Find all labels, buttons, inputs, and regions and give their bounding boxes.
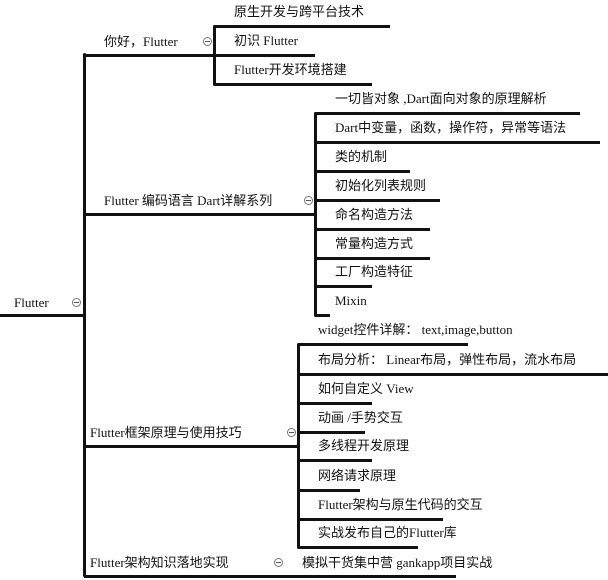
child-node-label[interactable]: 多线程开发原理 xyxy=(318,438,410,453)
root-underline xyxy=(0,314,86,317)
branch-underline xyxy=(84,213,317,216)
collapse-icon[interactable] xyxy=(287,428,296,437)
branch-underline xyxy=(84,445,300,448)
child-underline xyxy=(214,83,372,86)
child-node-label[interactable]: 类的机制 xyxy=(335,149,388,164)
branch-connector xyxy=(297,343,300,549)
child-underline xyxy=(298,402,372,405)
child-underline xyxy=(315,228,430,231)
child-node-label[interactable]: 模拟干货集中营 gankapp项目实战 xyxy=(302,555,493,570)
child-node-label[interactable]: 原生开发与跨平台技术 xyxy=(234,4,365,19)
child-underline xyxy=(315,257,430,260)
child-underline xyxy=(298,518,443,521)
child-node-label[interactable]: 网络请求原理 xyxy=(318,468,397,483)
child-node-label[interactable]: widget控件详解： text,image,button xyxy=(318,322,513,337)
child-underline xyxy=(298,546,418,549)
child-underline xyxy=(315,112,580,115)
child-underline xyxy=(284,575,456,578)
child-node-label[interactable]: Flutter架构与原生代码的交互 xyxy=(318,497,483,512)
child-node-label[interactable]: 命名构造方法 xyxy=(335,207,414,222)
root-node-label[interactable]: Flutter xyxy=(14,295,49,310)
child-node-label[interactable]: 如何自定义 View xyxy=(318,381,414,396)
branch-node-label[interactable]: Flutter 编码语言 Dart详解系列 xyxy=(104,193,273,208)
collapse-icon[interactable] xyxy=(203,37,212,46)
child-node-label[interactable]: 工厂构造特征 xyxy=(335,264,414,279)
trunk-connector xyxy=(83,53,86,577)
child-node-label[interactable]: Flutter开发环境搭建 xyxy=(234,62,347,77)
branch-underline xyxy=(84,575,286,578)
child-node-label[interactable]: 实战发布自己的Flutter库 xyxy=(318,525,457,540)
branch-node-label[interactable]: Flutter架构知识落地实现 xyxy=(90,555,229,570)
child-node-label[interactable]: 一切皆对象 ,Dart面向对象的原理解析 xyxy=(335,91,547,106)
child-node-label[interactable]: 初始化列表规则 xyxy=(335,178,427,193)
child-underline xyxy=(214,54,315,57)
collapse-icon[interactable] xyxy=(72,298,81,307)
branch-node-label[interactable]: Flutter框架原理与使用技巧 xyxy=(90,425,242,440)
child-node-label[interactable]: 布局分析： Linear布局，弹性布局，流水布局 xyxy=(318,352,577,367)
child-node-label[interactable]: 常量构造方式 xyxy=(335,236,414,251)
child-node-label[interactable]: Dart中变量，函数，操作符，异常等语法 xyxy=(335,120,567,135)
child-underline xyxy=(315,285,372,288)
child-underline xyxy=(298,489,360,492)
child-underline xyxy=(315,170,410,173)
collapse-icon[interactable] xyxy=(274,558,283,567)
child-underline xyxy=(214,25,390,28)
child-underline xyxy=(298,431,365,434)
child-underline xyxy=(298,343,468,346)
child-underline xyxy=(315,141,600,144)
child-underline xyxy=(298,373,608,376)
branch-node-label[interactable]: 你好，Flutter xyxy=(104,34,178,49)
child-node-label[interactable]: Mixin xyxy=(335,293,367,308)
branch-connector xyxy=(314,112,317,317)
child-node-label[interactable]: 初识 Flutter xyxy=(234,33,298,48)
child-underline xyxy=(315,199,440,202)
child-underline xyxy=(298,459,372,462)
collapse-icon[interactable] xyxy=(304,196,313,205)
branch-underline xyxy=(84,54,216,57)
child-node-label[interactable]: 动画 /手势交互 xyxy=(318,410,403,425)
child-underline xyxy=(315,314,330,317)
